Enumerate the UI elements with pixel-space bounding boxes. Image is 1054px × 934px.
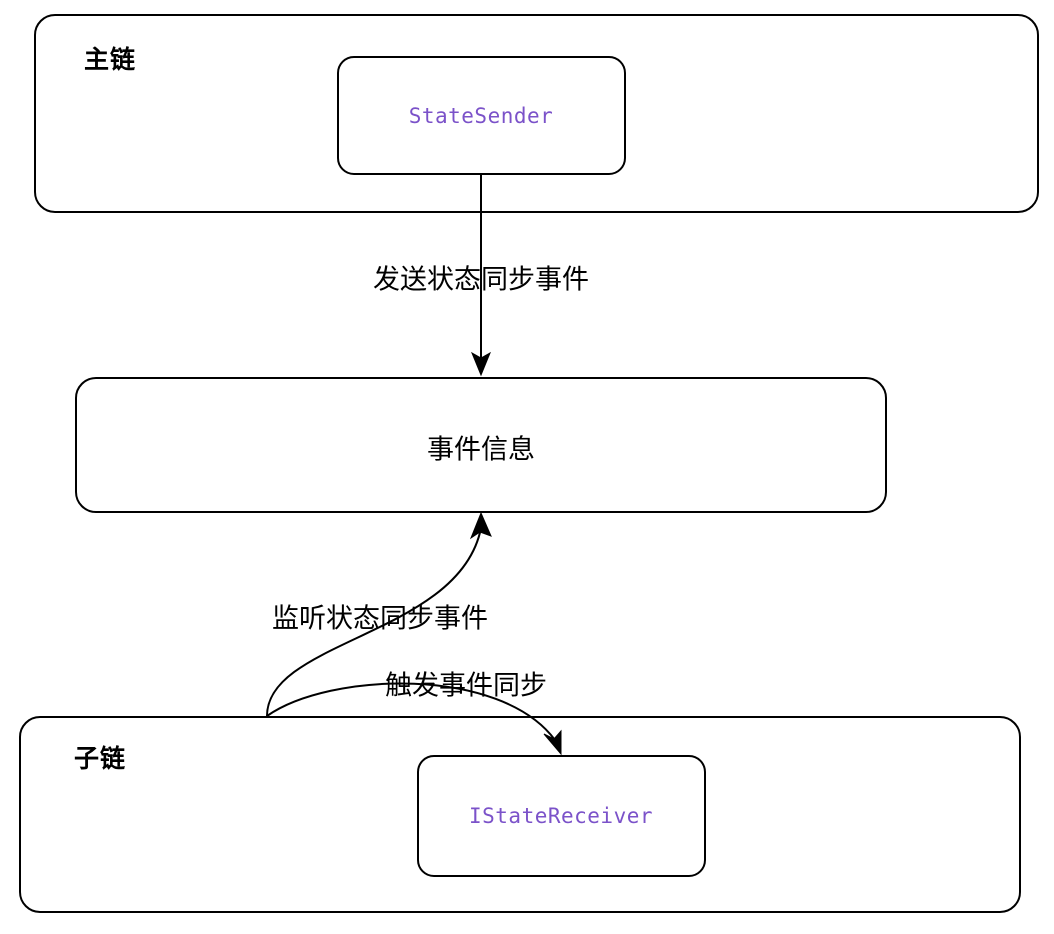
edge-label-trigger-event-sync: 触发事件同步 [385,670,547,701]
node-label-istate-receiver: IStateReceiver [468,804,654,828]
node-label-state-sender: StateSender [408,104,554,128]
lane-title-mainchain: 主链 [83,46,137,74]
edge-trigger-event-sync-arrowhead [543,729,562,756]
lane-title-subchain: 子链 [73,745,127,773]
node-istate-receiver-shape[interactable] [417,755,706,877]
edge-listen-state-sync-event-line[interactable] [266,527,482,717]
edge-label-listen-state-sync-event: 监听状态同步事件 [272,603,488,634]
edge-send-state-sync-event-arrowhead [470,351,492,377]
node-label-event-info: 事件信息 [427,434,535,465]
edge-trigger-event-sync-line[interactable] [266,682,556,741]
edge-label-send-state-sync-event: 发送状态同步事件 [373,264,589,295]
edge-listen-state-sync-event-arrowhead [469,511,492,540]
